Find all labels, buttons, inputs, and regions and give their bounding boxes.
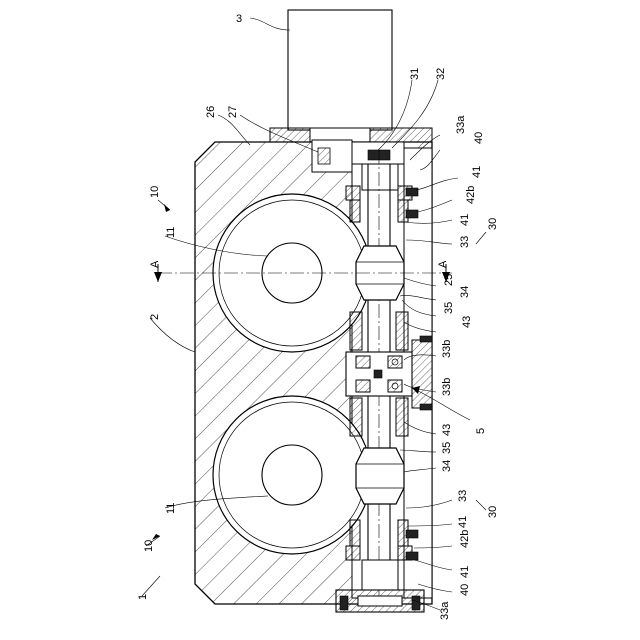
label-5: 5 (475, 428, 487, 434)
label-43-a: 43 (461, 316, 473, 328)
label-42b-b: 42b (459, 530, 471, 548)
label-25: 25 (443, 274, 455, 286)
label-33-a: 33 (459, 236, 471, 248)
label-30-b: 30 (487, 506, 499, 518)
motor-body (288, 10, 392, 130)
label-40-b: 40 (459, 584, 471, 596)
label-10-b: 10 (143, 540, 155, 552)
label-33-b: 33 (457, 490, 469, 502)
label-27: 27 (227, 106, 239, 118)
label-34-b: 34 (441, 460, 453, 472)
label-26: 26 (205, 106, 217, 118)
label-43-b: 43 (441, 424, 453, 436)
label-41-d: 41 (459, 566, 471, 578)
label-33b-1: 33b (441, 340, 453, 358)
label-11-b: 11 (165, 503, 177, 514)
label-33a-bottom: 33a (439, 601, 451, 620)
label-11-a: 11 (165, 227, 177, 238)
label-2: 2 (149, 314, 161, 320)
label-40-top: 40 (473, 132, 485, 144)
label-1: 1 (137, 594, 149, 600)
section-label-a-left: A (149, 260, 161, 268)
label-30-a: 30 (487, 218, 499, 230)
section-label-a-right: A (437, 260, 449, 268)
label-41-a: 41 (471, 166, 483, 178)
label-42b-a: 42b (465, 186, 477, 204)
label-31: 31 (409, 68, 421, 80)
label-33b-2: 33b (441, 378, 453, 396)
label-34-a: 34 (459, 286, 471, 298)
label-41-b: 41 (459, 214, 471, 226)
label-33a-top: 33a (455, 115, 467, 134)
label-10-a: 10 (149, 186, 161, 198)
label-35-b: 35 (441, 442, 453, 454)
label-41-c: 41 (457, 516, 469, 528)
label-3: 3 (236, 13, 242, 25)
label-35-a: 35 (443, 302, 455, 314)
lower-worm (356, 448, 404, 504)
label-32: 32 (435, 68, 447, 80)
